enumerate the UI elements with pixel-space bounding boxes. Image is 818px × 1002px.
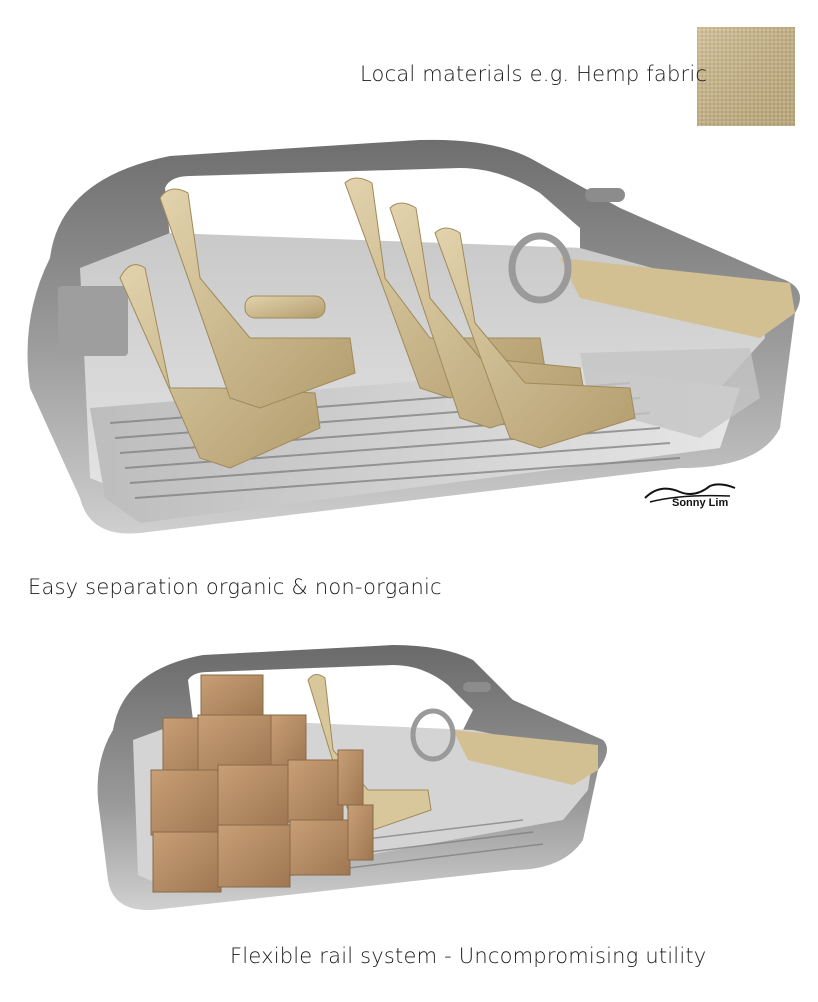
interior-seats-illustration bbox=[27, 139, 800, 534]
signature-name: Sonny Lim bbox=[672, 497, 729, 509]
hemp-fabric-swatch bbox=[697, 27, 795, 126]
separation-caption: Easy separation organic & non-organic bbox=[28, 575, 442, 599]
interior-cargo-illustration bbox=[97, 645, 608, 911]
rail-caption: Flexible rail system - Uncompromising ut… bbox=[230, 944, 707, 968]
signature-mark bbox=[644, 483, 736, 503]
materials-caption: Local materials e.g. Hemp fabric bbox=[360, 62, 708, 86]
